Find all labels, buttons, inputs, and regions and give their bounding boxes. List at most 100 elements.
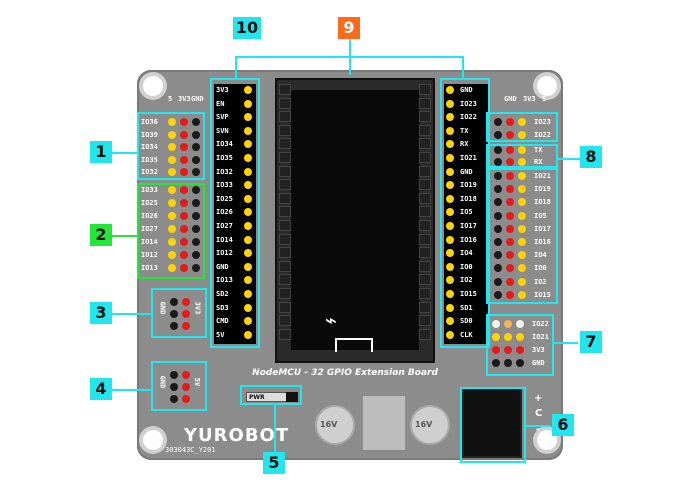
callout-9: 9 bbox=[338, 17, 360, 39]
right-group8-pin-label: IO2 bbox=[534, 277, 547, 286]
power-pin bbox=[506, 158, 514, 166]
signal-pin bbox=[518, 211, 526, 220]
header-pin bbox=[244, 154, 252, 162]
socket-cell bbox=[279, 247, 291, 259]
power-pin bbox=[180, 199, 188, 207]
socket-cell bbox=[419, 206, 431, 218]
socket-cell bbox=[419, 111, 431, 123]
right-group8-pin-label: IO18 bbox=[534, 198, 551, 207]
socket-cell bbox=[279, 260, 291, 272]
frame-6 bbox=[460, 387, 526, 463]
dc-jack bbox=[462, 388, 522, 458]
header-pin bbox=[446, 235, 454, 244]
socket-cell bbox=[279, 165, 291, 177]
leader-5 bbox=[274, 405, 276, 453]
ground-pin bbox=[192, 168, 200, 177]
bus-pin bbox=[492, 346, 500, 354]
socket-cell bbox=[419, 97, 431, 109]
bracket-left-drop bbox=[235, 56, 237, 78]
signal-pin bbox=[518, 198, 526, 207]
ground-pin bbox=[170, 322, 178, 330]
power-pin bbox=[180, 143, 188, 152]
header-pin bbox=[446, 303, 454, 312]
ground-pin bbox=[192, 251, 200, 259]
header-pin bbox=[244, 303, 252, 312]
header-pin bbox=[446, 194, 454, 203]
signal-pin bbox=[168, 130, 176, 139]
header-pin bbox=[244, 113, 252, 122]
nodemcu-slot-inner bbox=[291, 90, 419, 350]
power-pin bbox=[180, 264, 188, 272]
power-pin bbox=[506, 146, 514, 154]
power-pin bbox=[180, 130, 188, 139]
power-pin bbox=[506, 277, 514, 286]
ground-pin bbox=[192, 264, 200, 272]
right-group7-pin-label: IO21 bbox=[532, 333, 549, 341]
right-group8-pin-label: RX bbox=[534, 158, 543, 166]
mount-hole bbox=[143, 430, 163, 450]
signal-pin bbox=[168, 251, 176, 259]
signal-pin bbox=[168, 225, 176, 233]
usb-port-outline bbox=[335, 338, 373, 352]
left-center-pin-label: IO35 bbox=[216, 154, 233, 162]
left-center-pin-label: IO26 bbox=[216, 208, 233, 217]
frame-10-right bbox=[440, 78, 490, 348]
ground-pin bbox=[494, 158, 502, 166]
dc-jack-label-plus: + bbox=[534, 393, 543, 404]
socket-cell bbox=[419, 220, 431, 231]
header-pin bbox=[446, 276, 454, 285]
power-pin bbox=[180, 155, 188, 164]
right-center-pin-label: GND bbox=[460, 167, 473, 176]
left-power-label-3v3: 3V3 bbox=[178, 95, 191, 103]
socket-cell bbox=[419, 247, 431, 259]
header-pin bbox=[446, 330, 454, 339]
frame-8-top bbox=[486, 112, 558, 142]
power-pin bbox=[182, 322, 190, 330]
left-group1-pin-label: IO39 bbox=[141, 130, 158, 139]
right-group8-pin-label: IO16 bbox=[534, 238, 551, 246]
power-pin bbox=[506, 172, 514, 180]
bus-pin bbox=[516, 346, 524, 354]
header-pin bbox=[244, 194, 252, 203]
right-power-label-3v3: 3V3 bbox=[523, 95, 536, 103]
power-pin bbox=[506, 211, 514, 220]
frame-1 bbox=[137, 112, 205, 180]
socket-cell bbox=[419, 315, 431, 327]
left-center-pin-label: 3V3 bbox=[216, 86, 229, 94]
signal-pin bbox=[168, 212, 176, 220]
right-center-pin-label: IO23 bbox=[460, 99, 477, 108]
leader-4 bbox=[112, 389, 151, 391]
left-center-pin-label: SD2 bbox=[216, 290, 229, 298]
socket-cell bbox=[419, 328, 431, 340]
bus-pin bbox=[492, 359, 500, 367]
header-pin bbox=[244, 140, 252, 149]
power-pin bbox=[506, 224, 514, 233]
right-group8-pin-label: IO22 bbox=[534, 130, 551, 139]
ground-pin bbox=[192, 199, 200, 207]
left-power-label-s: 5 bbox=[168, 95, 173, 103]
ground-pin bbox=[494, 130, 502, 139]
socket-cell bbox=[419, 124, 431, 136]
capacitor-label: 16V bbox=[320, 420, 338, 429]
header-pin bbox=[244, 249, 252, 258]
frame-4 bbox=[151, 361, 207, 411]
header-pin bbox=[446, 249, 454, 258]
bus-pin bbox=[504, 346, 512, 354]
left-group4-label-gnd: GND bbox=[158, 375, 167, 389]
power-pin bbox=[506, 290, 514, 299]
brand-logo: YUROBOT bbox=[184, 425, 290, 446]
left-group2-pin-label: IO13 bbox=[141, 264, 158, 272]
ground-pin bbox=[494, 251, 502, 260]
frame-5 bbox=[240, 385, 302, 405]
right-center-pin-label: IO4 bbox=[460, 249, 473, 258]
right-group8-pin-label: IO23 bbox=[534, 118, 551, 126]
frame-3 bbox=[151, 288, 207, 338]
power-pin bbox=[180, 225, 188, 233]
socket-cell bbox=[279, 274, 291, 286]
board-title-text: NodeMCU - 32 GPIO Extension Board bbox=[252, 368, 438, 378]
ground-pin bbox=[494, 238, 502, 246]
socket-cell bbox=[279, 315, 291, 327]
right-center-pin-label: GND bbox=[460, 86, 473, 94]
header-pin bbox=[244, 330, 252, 339]
left-center-pin-label: IO32 bbox=[216, 167, 233, 176]
